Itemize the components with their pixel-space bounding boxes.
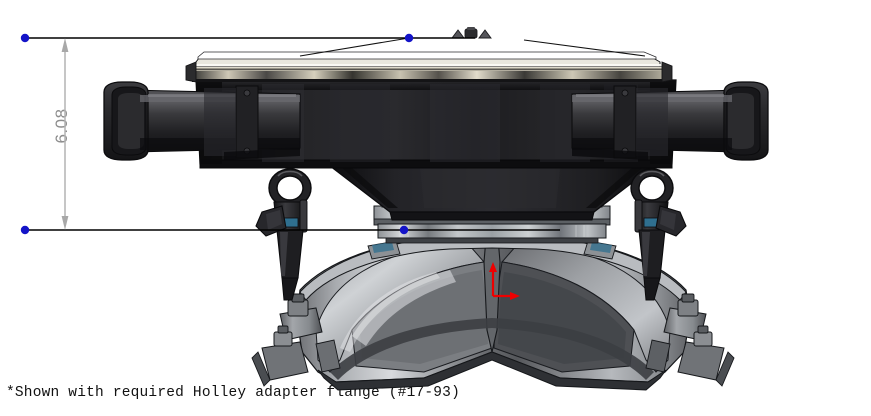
manifold-left-bosses	[251, 293, 341, 387]
top-surface-bosses	[451, 27, 492, 39]
left-fuel-injector	[255, 168, 312, 301]
top-lid-polished-band	[185, 51, 673, 83]
right-fuel-injector	[630, 168, 687, 301]
lower-intake-manifold	[251, 235, 735, 391]
dimension-endpoint-top-left[interactable]	[20, 33, 30, 43]
left-inlet-tube	[103, 81, 301, 161]
tapered-transition	[328, 165, 656, 221]
dimension-endpoint-bottom-right[interactable]	[399, 225, 409, 235]
right-inlet-tube	[571, 81, 769, 161]
right-inlet-flange	[613, 85, 668, 159]
dimension-line-vertical[interactable]	[61, 38, 69, 230]
dimension-endpoint-bottom-left[interactable]	[20, 225, 30, 235]
origin-axis-indicator	[489, 262, 520, 300]
dimension-endpoint-top-right[interactable]	[404, 33, 414, 43]
left-inlet-flange	[204, 85, 259, 159]
manifold-right-bosses	[645, 293, 735, 387]
